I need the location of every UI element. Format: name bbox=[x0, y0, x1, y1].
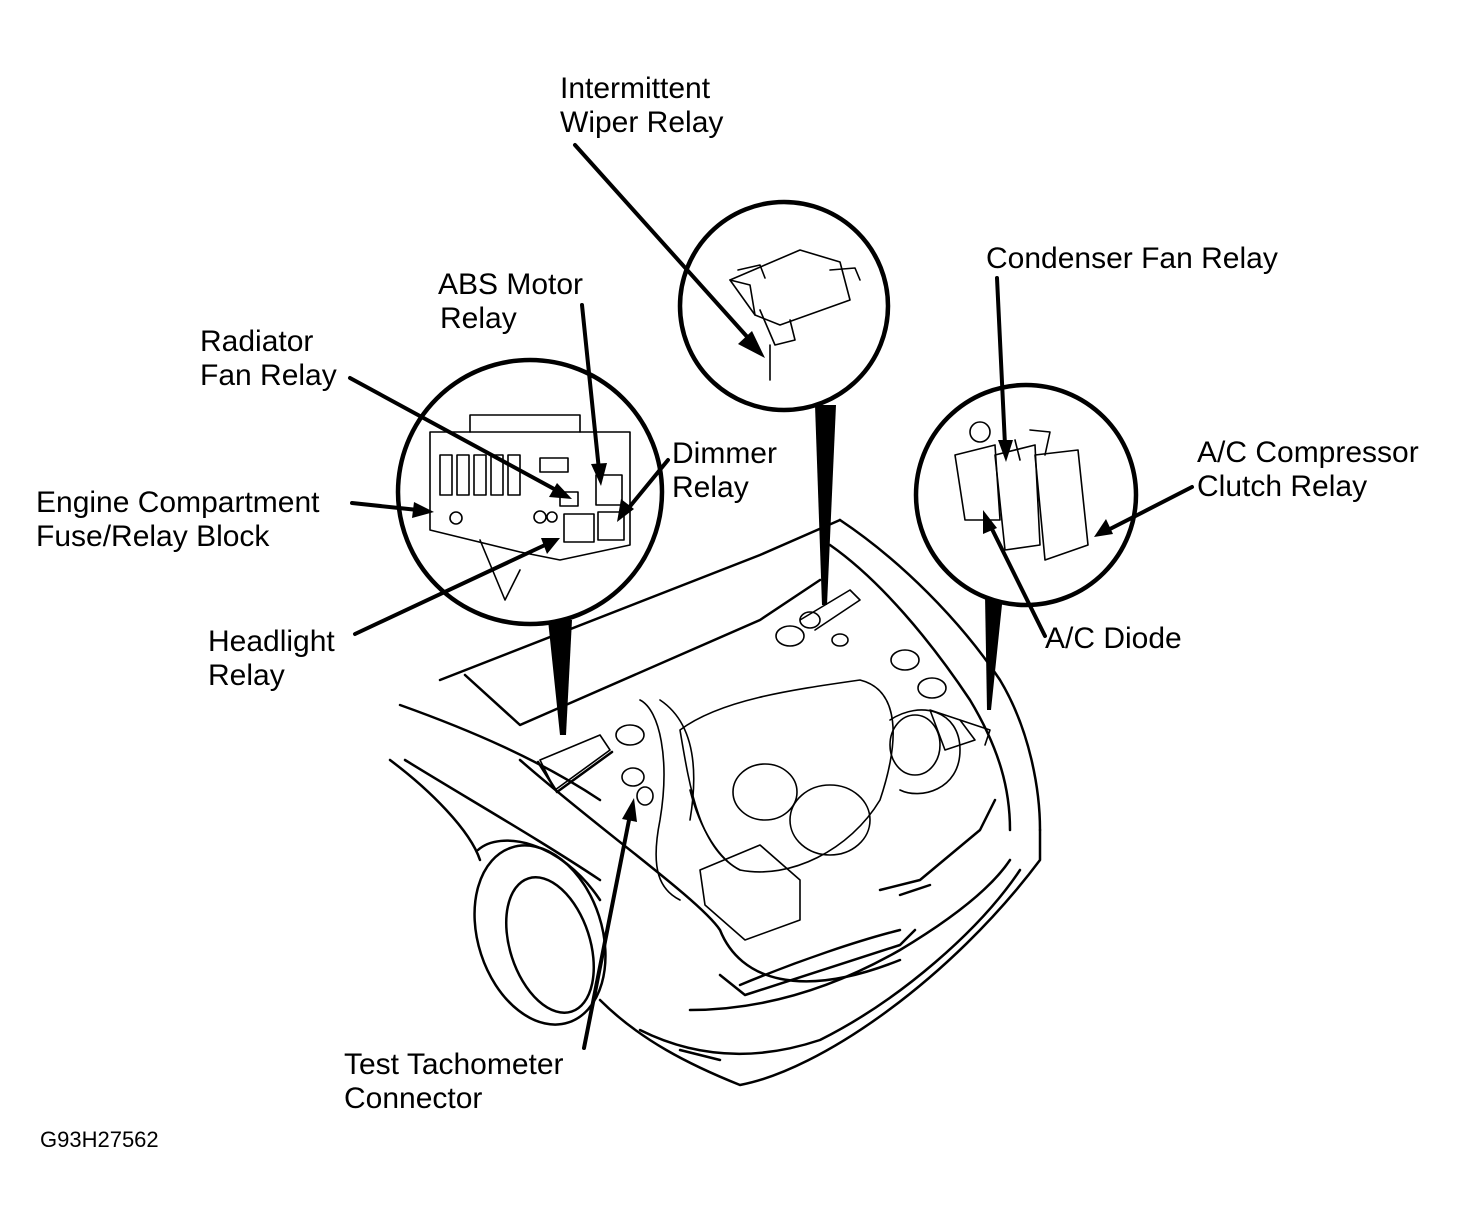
label-intermittent-wiper-relay: Intermittent Wiper Relay bbox=[560, 72, 723, 140]
label-ac-diode: A/C Diode bbox=[1045, 622, 1182, 656]
label-line: Fuse/Relay Block bbox=[36, 520, 270, 553]
label-dimmer-relay: Dimmer Relay bbox=[672, 437, 777, 505]
label-line: Wiper Relay bbox=[560, 106, 724, 139]
label-line: Relay bbox=[440, 302, 517, 335]
leader-lines bbox=[348, 143, 1194, 1050]
label-test-tachometer-connector: Test Tachometer Connector bbox=[344, 1048, 564, 1116]
pointer-wedge-ac-relays bbox=[985, 595, 1003, 710]
label-line: Test Tachometer bbox=[344, 1048, 564, 1081]
label-ac-compressor-clutch-relay: A/C Compressor Clutch Relay bbox=[1197, 436, 1419, 504]
detail-circle-wiper-relay bbox=[677, 199, 891, 413]
car-body bbox=[388, 518, 1042, 1087]
label-line: Relay bbox=[672, 471, 749, 504]
label-line: Connector bbox=[344, 1082, 483, 1115]
label-line: Intermittent bbox=[560, 72, 711, 105]
label-engine-compartment-block: Engine Compartment Fuse/Relay Block bbox=[36, 486, 319, 554]
pointer-wedge-wiper-relay bbox=[815, 405, 836, 605]
label-condenser-fan-relay: Condenser Fan Relay bbox=[986, 242, 1278, 276]
label-line: Fan Relay bbox=[200, 359, 337, 392]
label-line: Condenser Fan Relay bbox=[986, 242, 1278, 275]
detail-circle-fuse-block bbox=[395, 357, 665, 627]
pointer-wedge-fuse-block bbox=[548, 620, 572, 735]
label-line: Relay bbox=[208, 659, 285, 692]
label-headlight-relay: Headlight Relay bbox=[208, 625, 335, 693]
label-line: Clutch Relay bbox=[1197, 470, 1368, 503]
label-line: Radiator bbox=[200, 325, 314, 358]
label-line: Headlight bbox=[208, 625, 335, 658]
label-radiator-fan-relay: Radiator Fan Relay bbox=[200, 325, 337, 393]
label-line: ABS Motor bbox=[438, 268, 584, 301]
label-line: Engine Compartment bbox=[36, 486, 320, 519]
label-line: A/C Diode bbox=[1045, 622, 1182, 655]
detail-circle-ac-relays bbox=[913, 382, 1139, 608]
label-abs-motor-relay: ABS Motor Relay bbox=[438, 268, 583, 336]
label-line: A/C Compressor bbox=[1197, 436, 1419, 469]
figure-code: G93H27562 bbox=[40, 1127, 159, 1152]
label-line: Dimmer bbox=[672, 437, 777, 470]
